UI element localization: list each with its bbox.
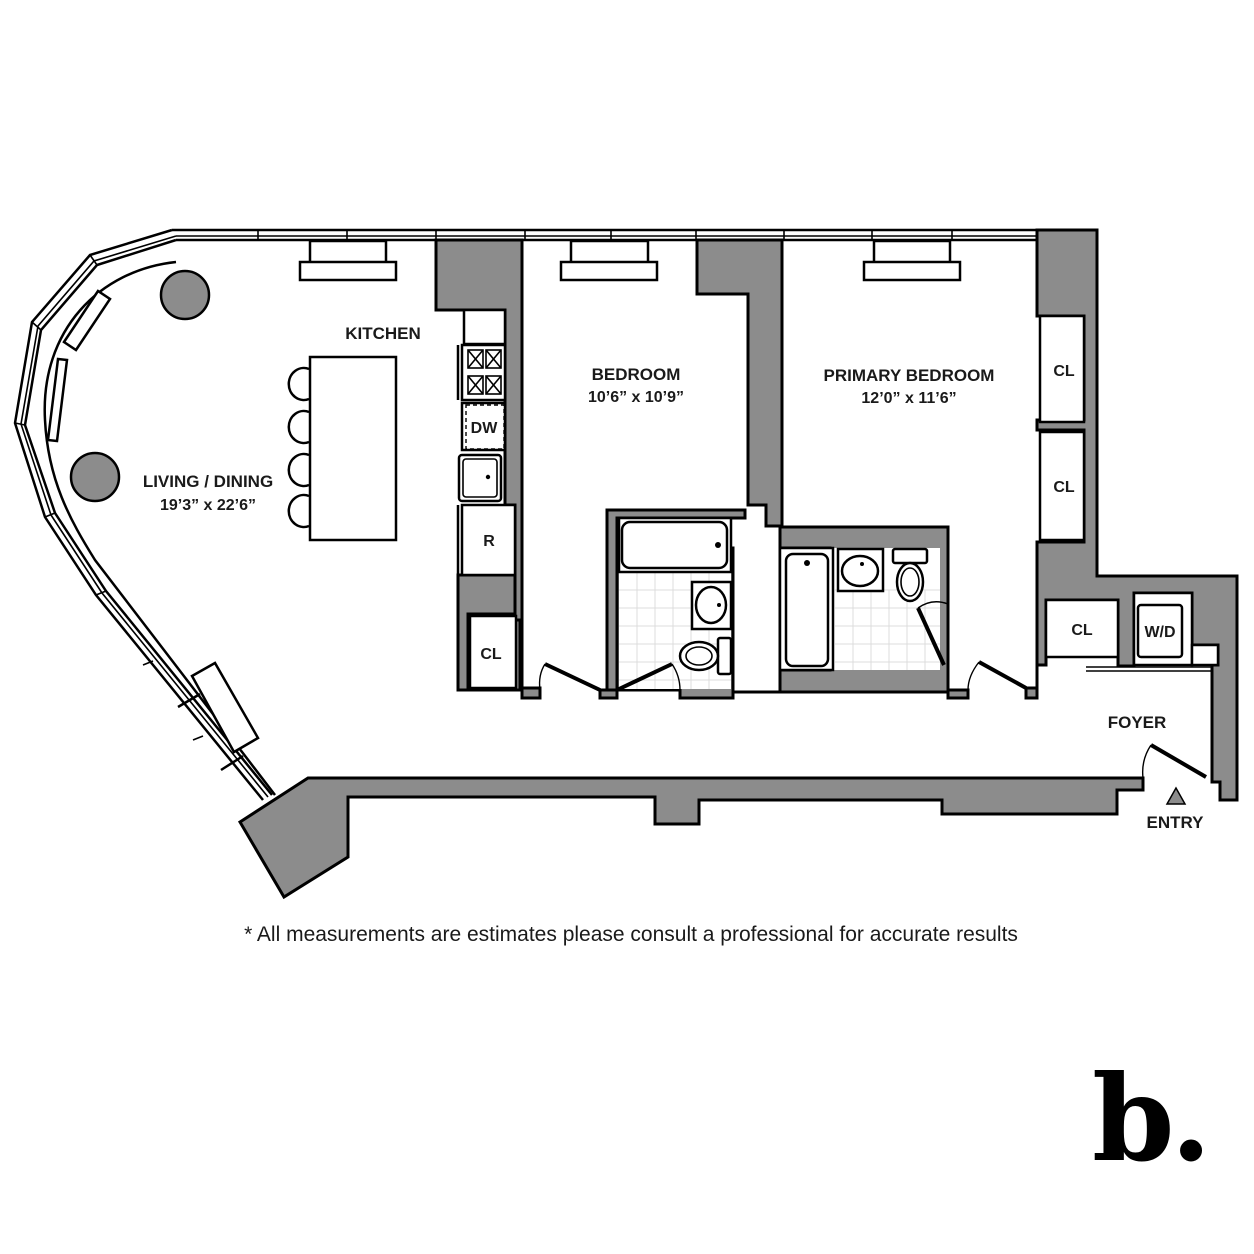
primary-closet-2 (1038, 430, 1086, 542)
measurement-disclaimer: * All measurements are estimates please … (244, 923, 1018, 946)
washer-dryer (1136, 603, 1184, 659)
refrigerator (460, 503, 517, 577)
refrigerator-label: R (483, 533, 495, 550)
primary-bedroom-label: PRIMARY BEDROOM (824, 366, 995, 385)
west-window-wall (13, 228, 276, 801)
primary-bathroom (778, 546, 940, 672)
washer-dryer-label: W/D (1144, 624, 1175, 641)
sink (694, 585, 728, 625)
bedroom-dimensions: 10’6” x 10’9” (588, 389, 684, 406)
entry-arrow-icon (1165, 786, 1187, 805)
living-dining-dimensions: 19’3” x 22’6” (160, 497, 256, 514)
dishwasher-label: DW (471, 420, 499, 437)
primary-closet-1-label: CL (1053, 363, 1075, 380)
hvac-units (46, 239, 962, 772)
primary-bedroom-dimensions: 12’0” x 11’6” (861, 390, 956, 407)
bathtub (620, 520, 729, 570)
dishwasher (460, 401, 507, 452)
foyer-closet (1044, 598, 1120, 659)
kitchen-fixtures (456, 308, 518, 690)
column (159, 269, 211, 321)
bathtub (784, 552, 830, 668)
bathroom-1 (617, 516, 733, 689)
bedroom-label: BEDROOM (592, 365, 681, 384)
kitchen-island (287, 355, 398, 542)
column (69, 451, 121, 503)
kitchen-sink (457, 453, 503, 503)
living-dining-label: LIVING / DINING (143, 472, 273, 491)
doors (538, 601, 1208, 779)
primary-closet-2-label: CL (1053, 479, 1075, 496)
kitchen-label: KITCHEN (345, 324, 421, 343)
top-window-wall (172, 228, 1037, 242)
sink (840, 554, 880, 588)
brand-logo: b. (1092, 1049, 1212, 1188)
foyer-label: FOYER (1108, 713, 1167, 732)
primary-closet-1 (1038, 314, 1086, 424)
foyer-closet-label: CL (1071, 622, 1093, 639)
kitchen-closet (468, 614, 518, 690)
entry-label: ENTRY (1147, 813, 1205, 832)
kitchen-closet-label: CL (480, 646, 502, 663)
